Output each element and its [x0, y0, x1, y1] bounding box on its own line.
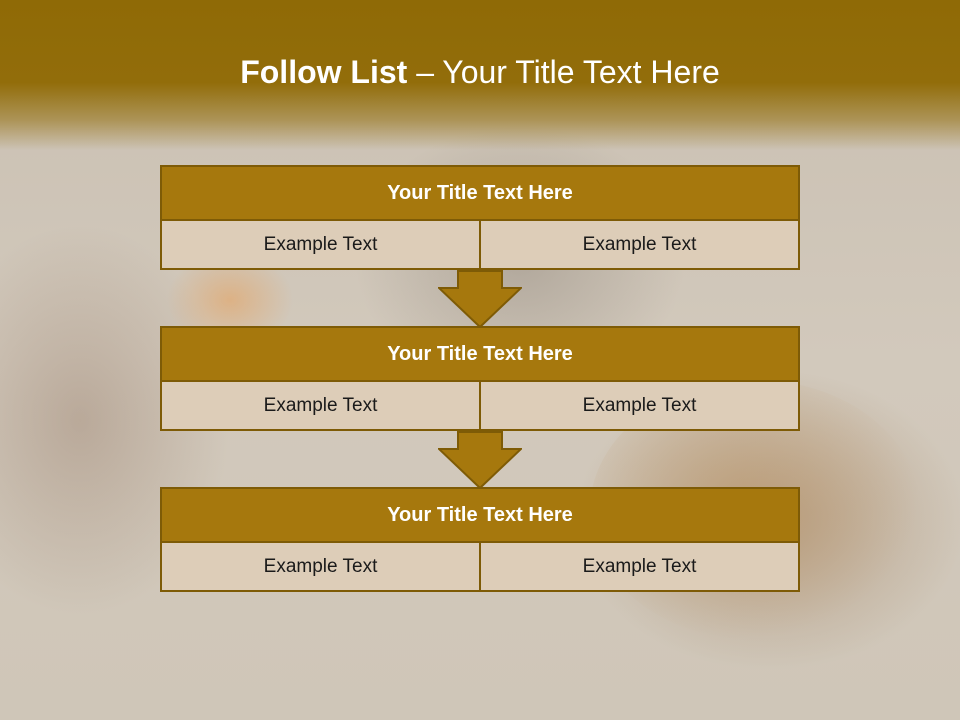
step-row-2: Example Text Example Text [160, 382, 800, 431]
down-arrow-icon [438, 431, 522, 489]
step-block-3: Your Title Text Here Example Text Exampl… [160, 487, 800, 592]
step-2-left-text: Example Text [162, 382, 479, 429]
step-2-right-text: Example Text [479, 382, 798, 429]
step-title-3: Your Title Text Here [160, 487, 800, 543]
step-title-2: Your Title Text Here [160, 326, 800, 382]
header-band [0, 0, 960, 150]
step-row-3: Example Text Example Text [160, 543, 800, 592]
step-3-left-text: Example Text [162, 543, 479, 590]
step-1-right-text: Example Text [479, 221, 798, 268]
step-title-1: Your Title Text Here [160, 165, 800, 221]
slide-title-rest: – Your Title Text Here [416, 54, 720, 90]
step-1-left-text: Example Text [162, 221, 479, 268]
slide-title-bold: Follow List [240, 54, 417, 90]
step-row-1: Example Text Example Text [160, 221, 800, 270]
step-block-2: Your Title Text Here Example Text Exampl… [160, 326, 800, 431]
step-3-right-text: Example Text [479, 543, 798, 590]
step-block-1: Your Title Text Here Example Text Exampl… [160, 165, 800, 270]
down-arrow-icon [438, 270, 522, 328]
slide-title: Follow List – Your Title Text Here [0, 54, 960, 91]
